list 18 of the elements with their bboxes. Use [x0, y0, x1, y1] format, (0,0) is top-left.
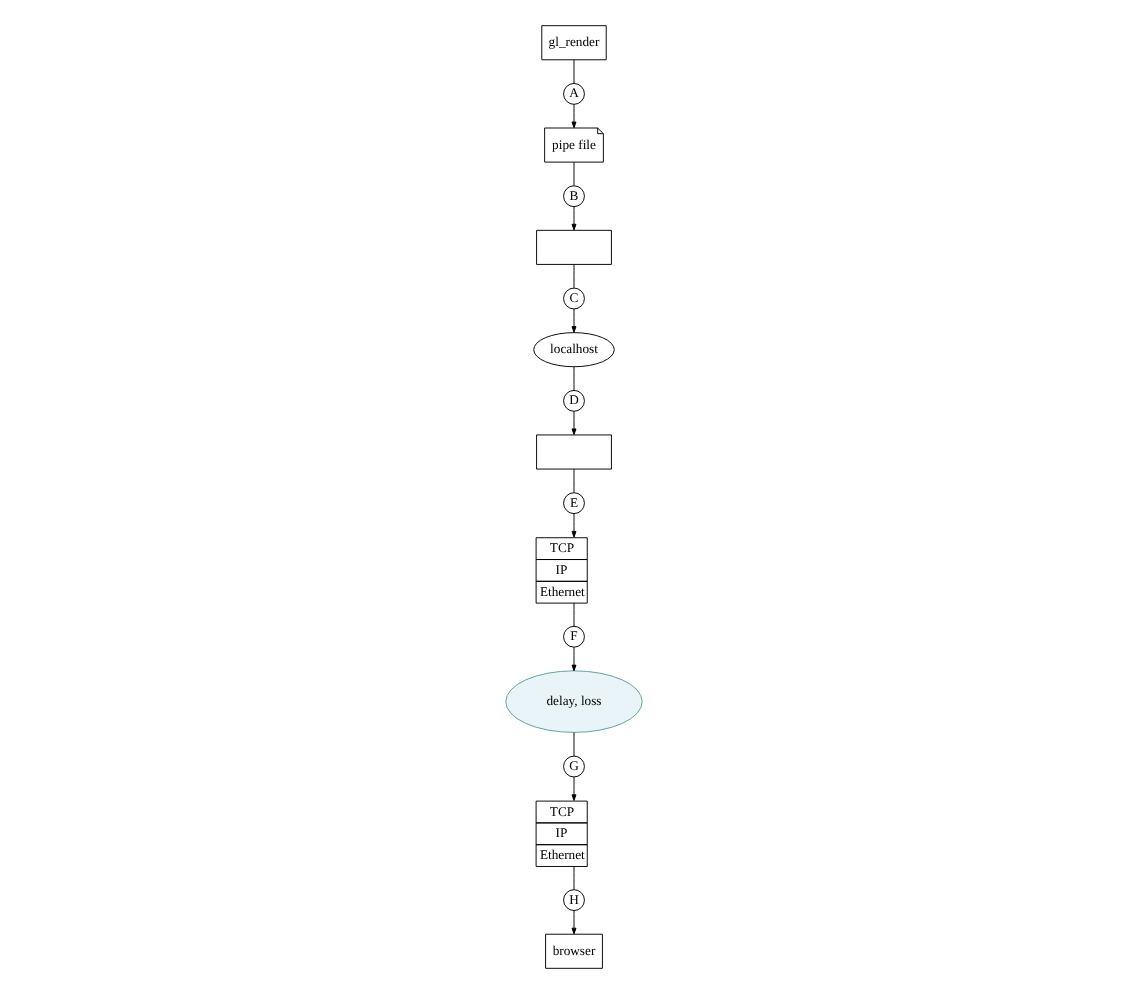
- arrow: [570, 410, 576, 436]
- arrow: [570, 103, 576, 129]
- arrow: [570, 776, 576, 801]
- arrow: [570, 910, 576, 935]
- arrow: [570, 646, 576, 672]
- connector: [572, 161, 574, 187]
- connector: [572, 366, 574, 391]
- connector: [572, 865, 574, 890]
- arrow: [570, 308, 576, 333]
- connector: [572, 263, 574, 289]
- node-box: [535, 434, 611, 470]
- connector: [572, 732, 574, 757]
- connector: [572, 468, 574, 493]
- arrow: [570, 513, 576, 538]
- arrow: [570, 206, 576, 231]
- connector: [572, 59, 574, 84]
- node-box: [535, 229, 611, 265]
- connector: [572, 602, 574, 627]
